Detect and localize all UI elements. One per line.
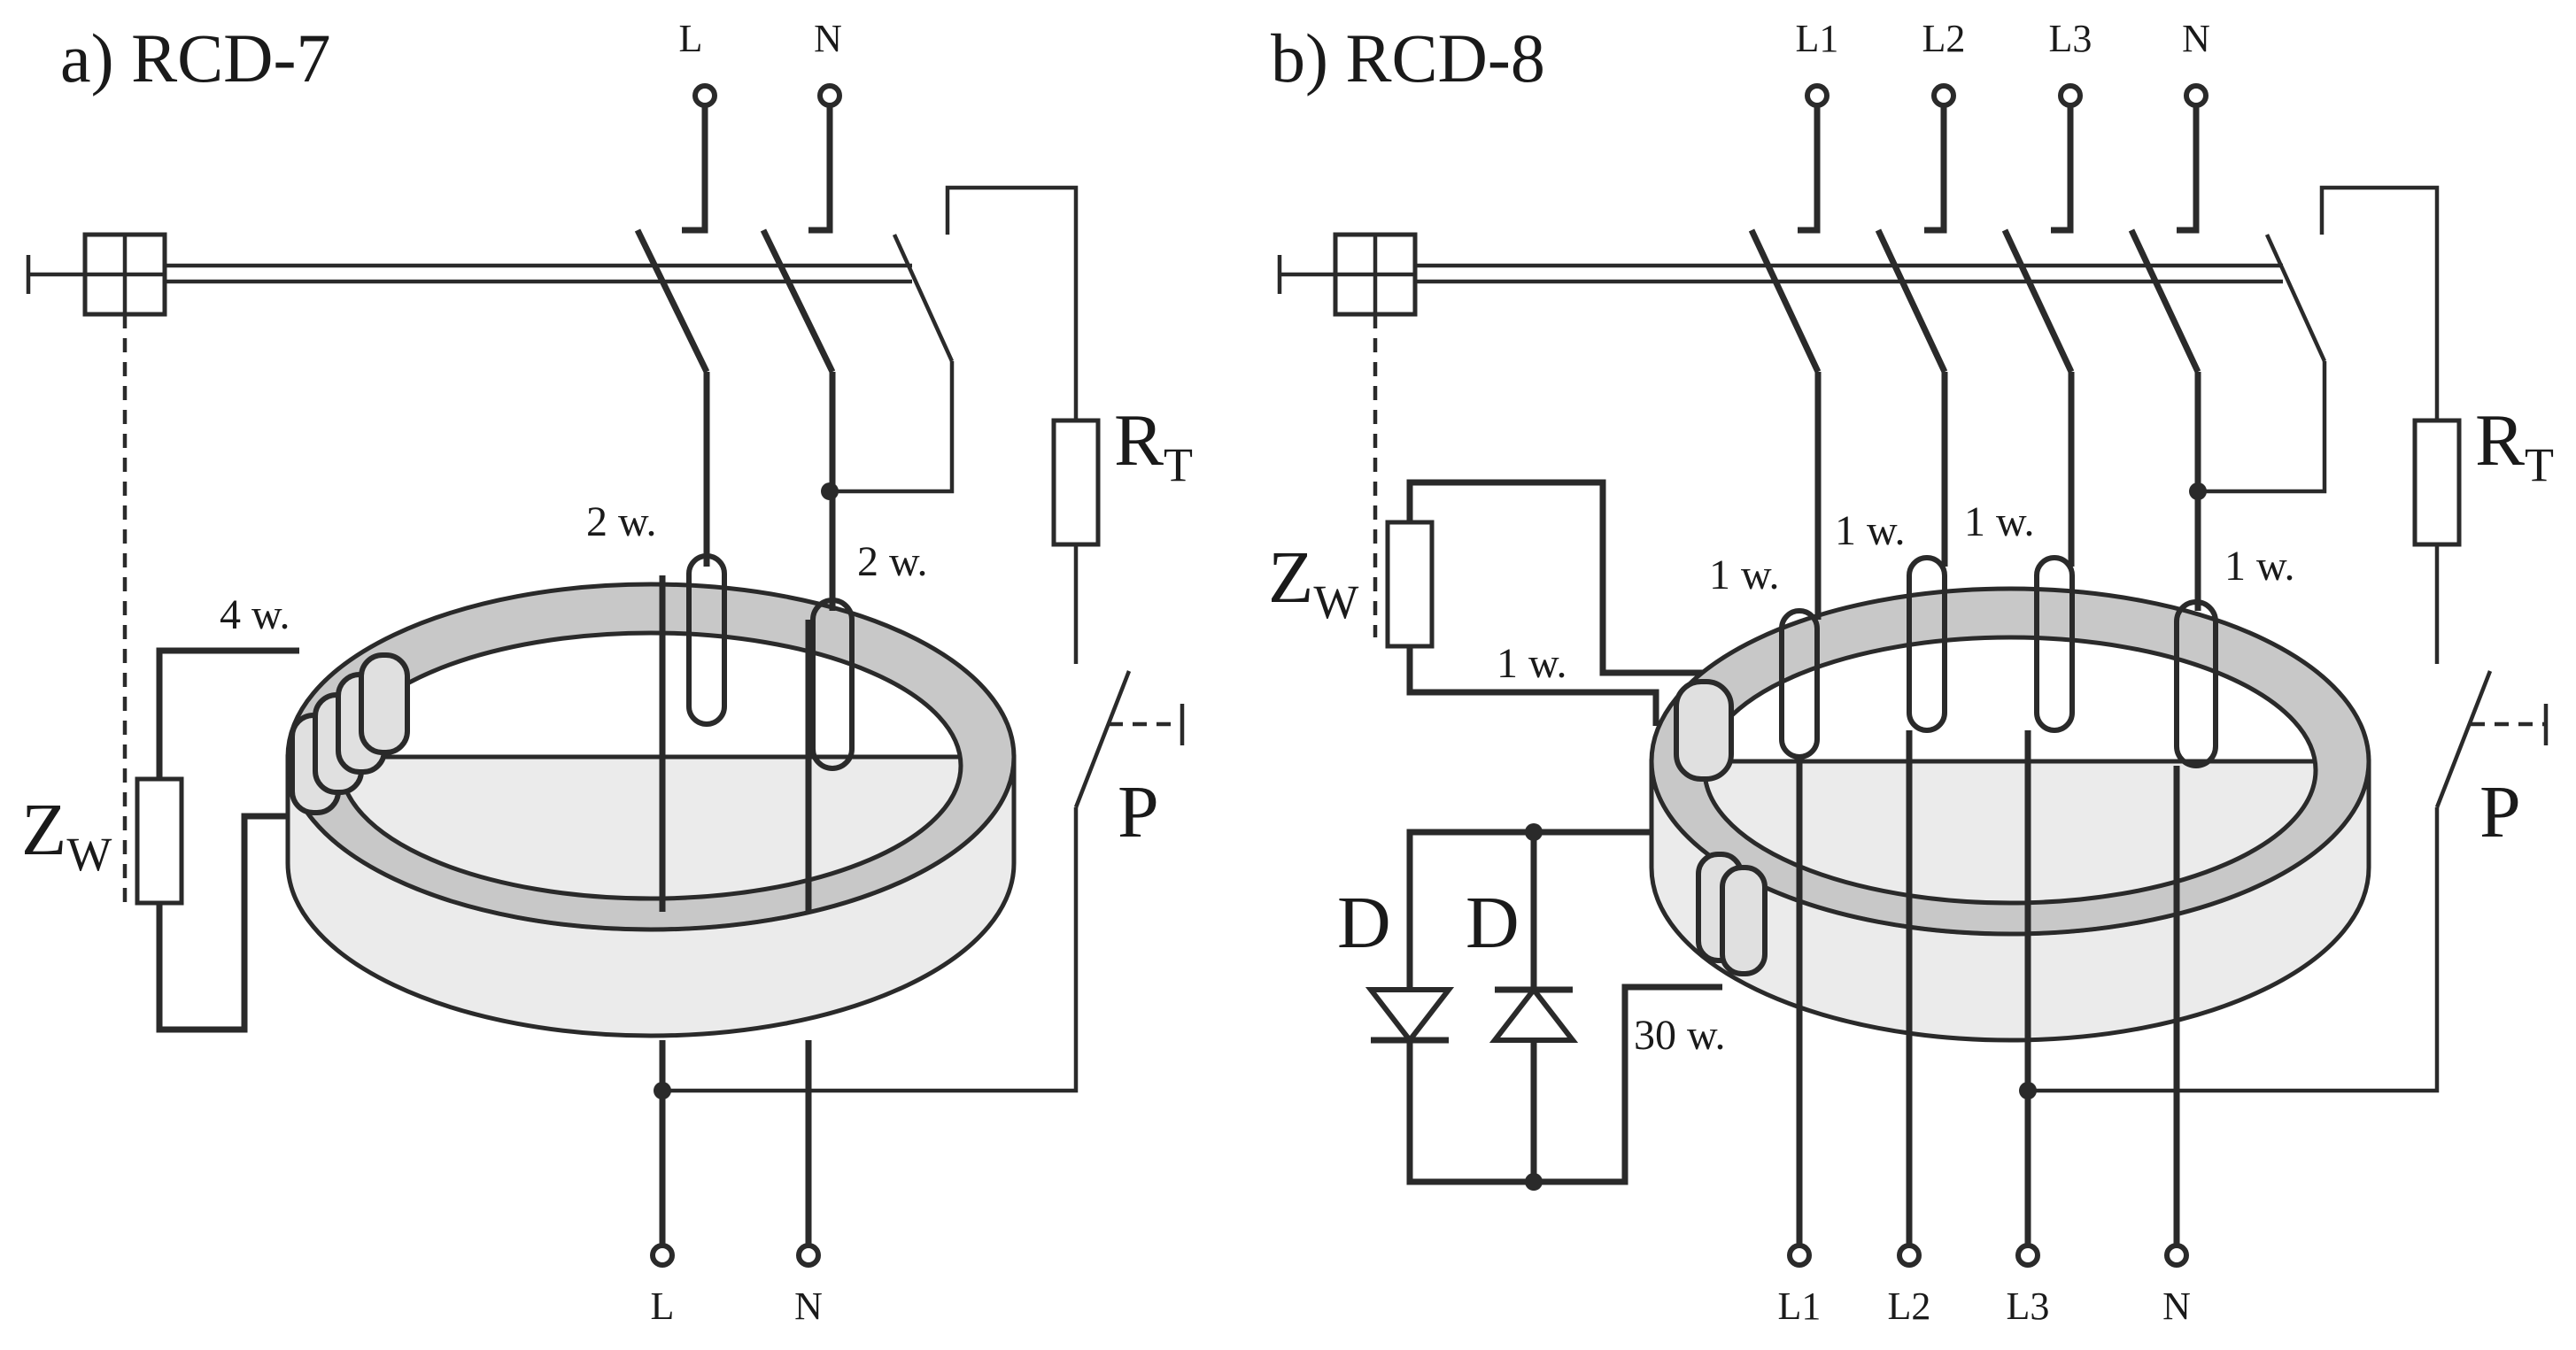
panel-a-winding-coils [290,652,410,815]
panel-a-junction-l [654,1082,671,1099]
panel-b-terminal-bottom-L1: L1 [1778,1243,1822,1328]
panel-b-winding-coils [1674,679,1768,976]
panel-b-button-label: P [2479,771,2521,853]
panel-b-zw-label: ZW [1268,536,1358,629]
panel-b-terminal-top-L2: L2 [1922,17,1966,234]
panel-b-winding-circuit [1385,479,1717,726]
panel-a-terminal-top-N: N [808,17,842,234]
panel-b-switch-L2 [1875,228,1948,374]
panel-a-turns-main: 4 w. [220,591,290,638]
panel-a-resistor-rt [1051,418,1101,547]
panel-b-diode-right [1489,985,1579,1043]
panel-b-terminal-top-L1: L1 [1796,17,1839,234]
panel-a-terminal-top-L: L [679,17,717,234]
panel-a-switch-N [760,228,836,374]
svg-text:N: N [2182,17,2210,60]
panel-b-turns-L3: 1 w. [1964,498,2035,545]
panel-b-rcd8: b) RCD-8 L1 L2 L3 N [1268,17,2554,1328]
svg-text:L2: L2 [1888,1284,1931,1328]
panel-a-turns-N: 2 w. [857,538,928,585]
panel-b-conductor-L3 [2024,372,2075,1244]
panel-b-toroid-core [1649,586,2371,1043]
panel-b-junction-l3 [2019,1082,2037,1099]
svg-text:L2: L2 [1922,17,1966,60]
svg-text:L: L [651,1284,675,1328]
panel-b-turns-L1: 1 w. [1709,552,1780,598]
panel-b-mechanical-coupling [1277,232,2283,637]
panel-b-turns-diode: 30 w. [1634,1012,1726,1059]
panel-b-turns-winding: 1 w. [1497,640,1567,687]
svg-text:N: N [794,1284,823,1328]
panel-b-switch-N [2128,228,2201,374]
panel-a-test-circuit [662,185,1185,1093]
panel-a-turns-L: 2 w. [586,498,657,545]
svg-text:L3: L3 [2007,1284,2050,1328]
panel-a-title: a) RCD-7 [60,19,330,96]
panel-a-pushbutton [1073,670,1132,808]
panel-a-resistor-zw [135,776,184,906]
svg-text:L1: L1 [1796,17,1839,60]
panel-a-terminal-bottom-L: L [650,1243,675,1328]
panel-b-terminal-top-N: N [2177,17,2210,234]
svg-text:L: L [679,17,703,60]
panel-a-junction-n [821,482,839,500]
panel-a-rcd7: a) RCD-7 L N [21,17,1193,1328]
panel-b-title: b) RCD-8 [1271,19,1545,96]
panel-a-switch-L [634,228,710,374]
panel-b-junction-n [2189,482,2207,500]
panel-b-resistor-rt [2412,418,2462,547]
panel-a-switch-test [892,234,955,362]
panel-b-switch-L3 [2001,228,2075,374]
svg-text:L1: L1 [1778,1284,1822,1328]
panel-b-resistor-zw [1385,520,1435,649]
panel-b-terminal-bottom-L3: L3 [2007,1243,2050,1328]
panel-b-switch-test [2264,234,2327,362]
panel-b-switch-L1 [1748,228,1822,374]
panel-a-terminal-bottom-N: N [794,1243,823,1328]
svg-text:N: N [2162,1284,2191,1328]
panel-b-conductor-L2 [1906,372,1948,1244]
panel-a-button-label: P [1118,771,1159,853]
panel-b-pushbutton [2434,670,2493,808]
panel-b-test-circuit [2028,185,2549,1093]
panel-b-terminal-top-L3: L3 [2049,17,2093,234]
panel-a-toroid-core [285,582,1017,1038]
panel-b-turns-N: 1 w. [2224,543,2295,590]
panel-b-terminal-bottom-L2: L2 [1888,1243,1931,1328]
panel-b-conductor-L1 [1779,372,1822,1244]
svg-text:N: N [814,17,842,60]
svg-text:L3: L3 [2049,17,2093,60]
panel-b-terminal-bottom-N: N [2162,1243,2191,1328]
panel-b-diode-left-label: D [1337,882,1391,964]
panel-b-diode-left [1365,987,1455,1045]
panel-b-diode-right-label: D [1466,882,1520,964]
panel-b-turns-L2: 1 w. [1835,507,1906,554]
panel-a-winding-circuit [135,647,299,1033]
panel-a-rt-label: RT [1114,399,1193,491]
panel-a-zw-label: ZW [21,789,112,881]
panel-b-rt-label: RT [2475,399,2554,491]
panel-a-conductor-L [659,372,727,1244]
